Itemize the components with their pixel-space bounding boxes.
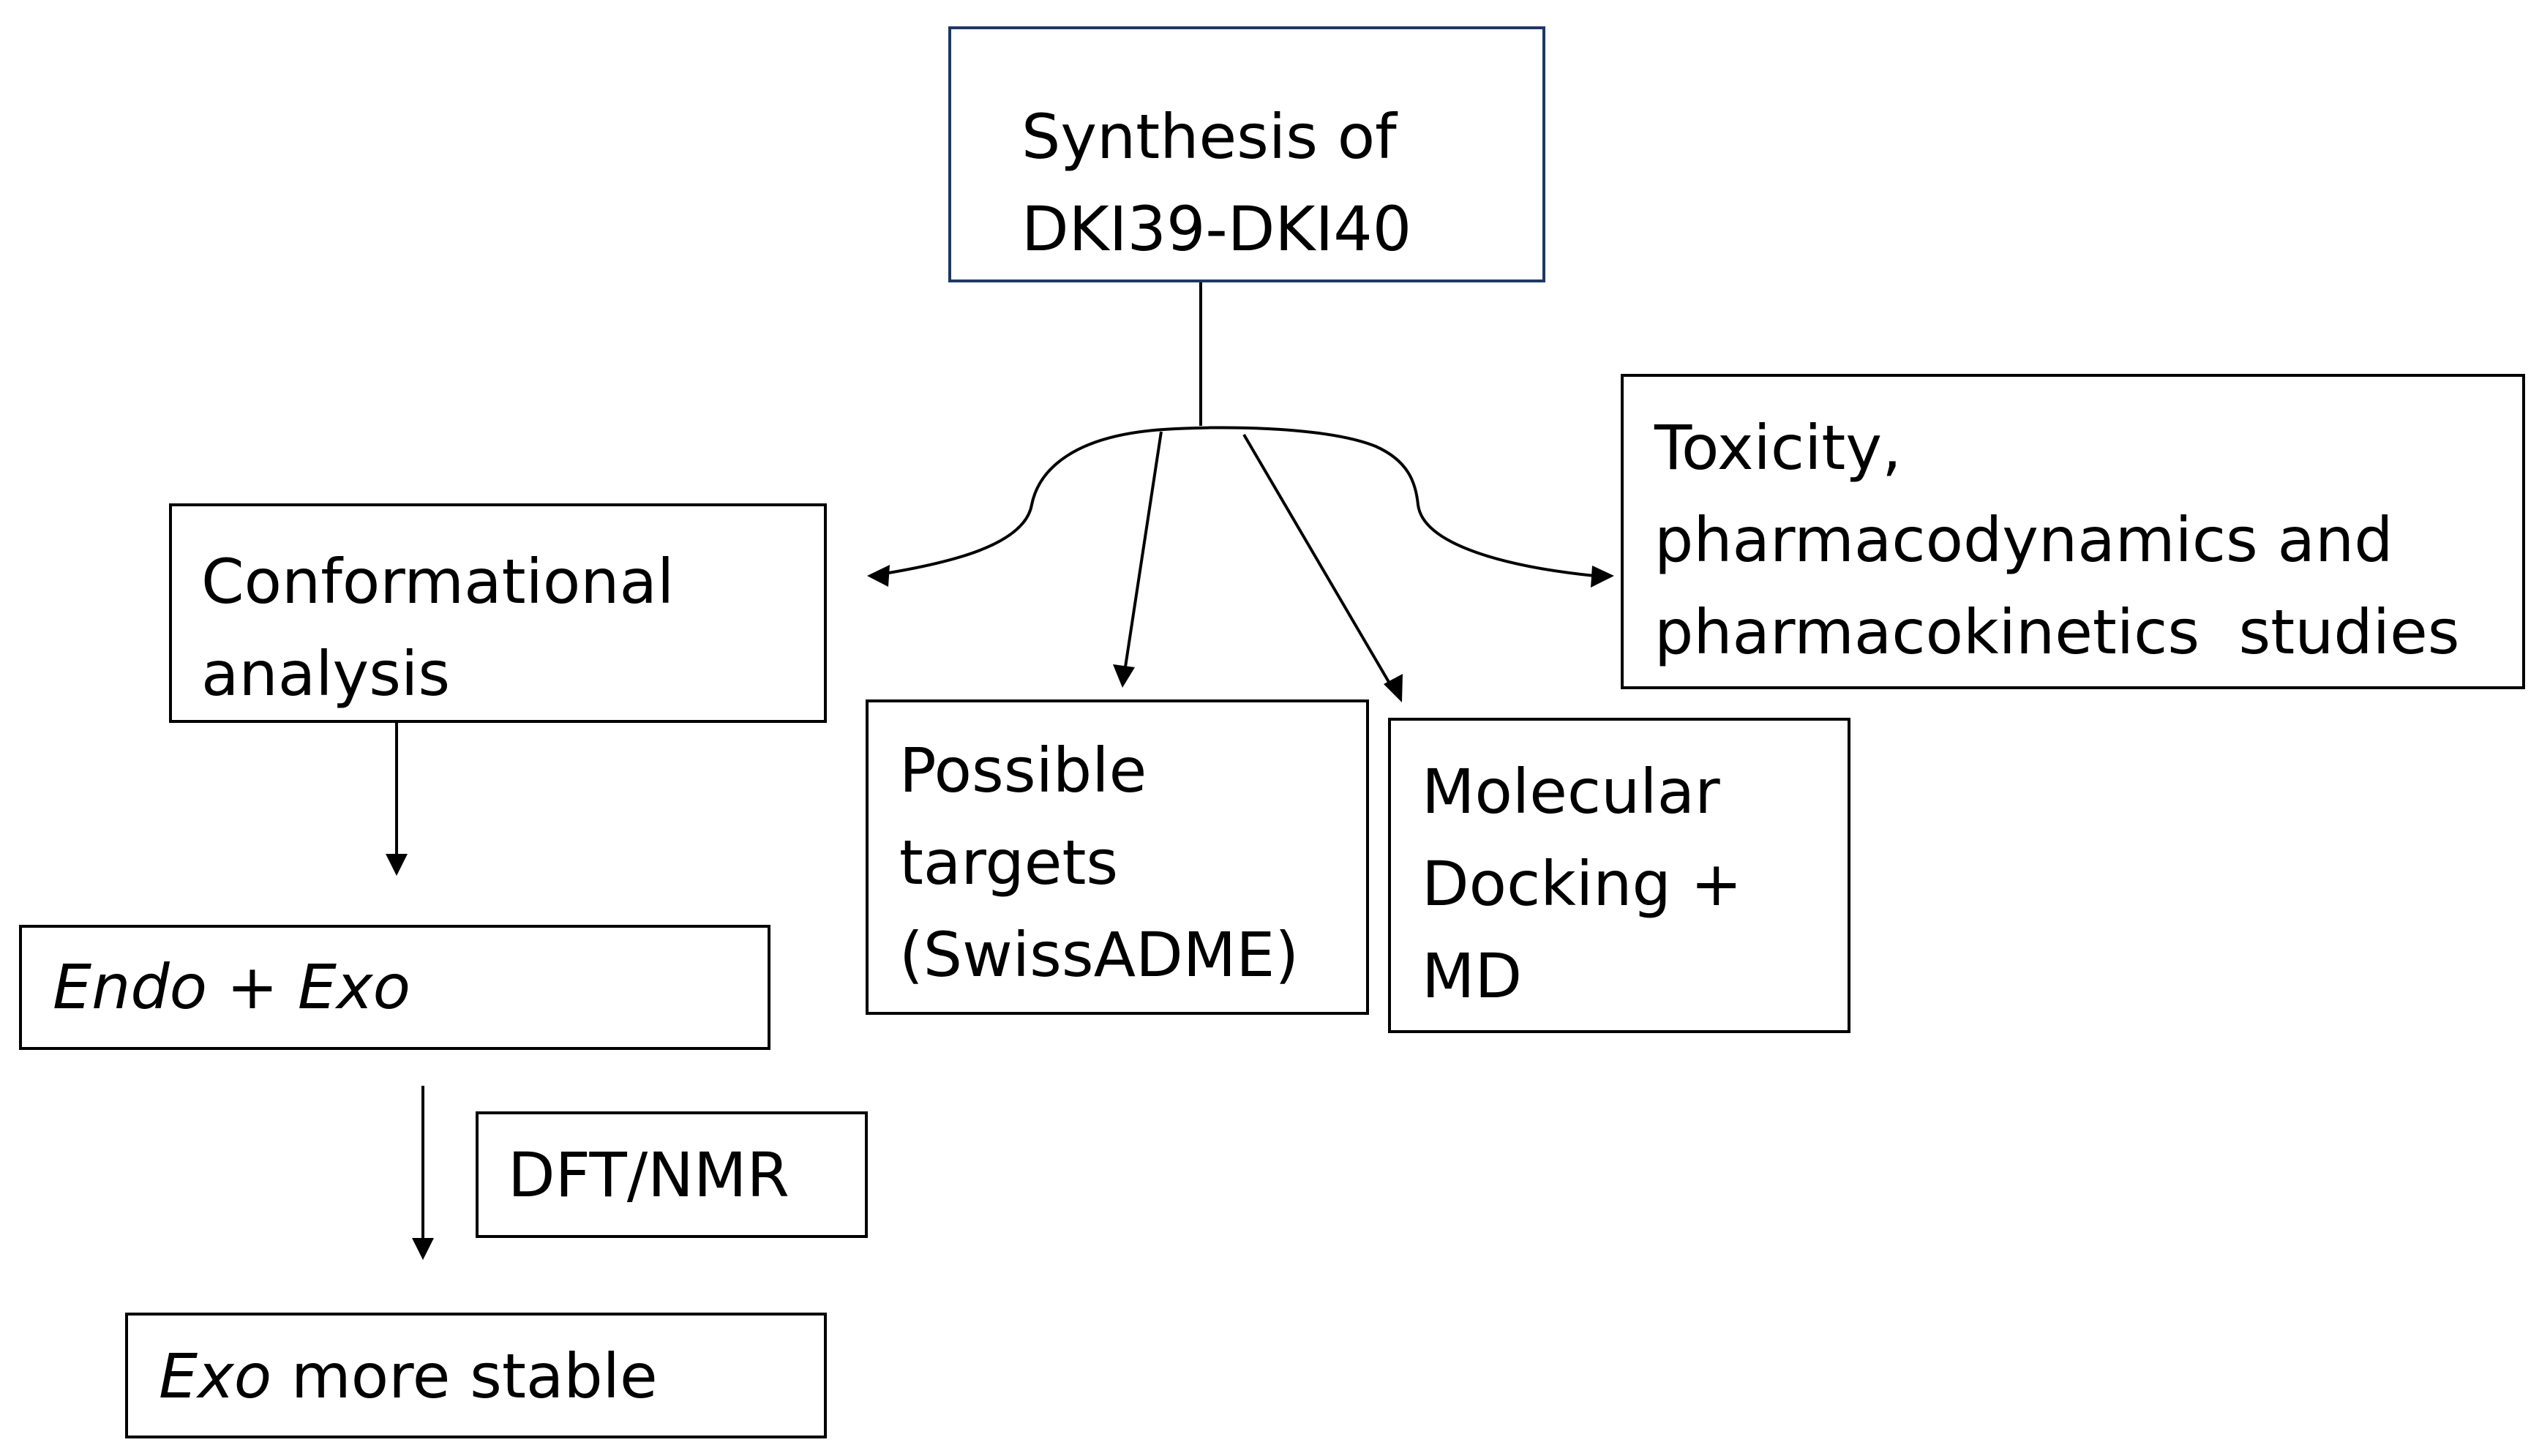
docking-line-1: Molecular	[1422, 756, 1720, 828]
dft-nmr-label: DFT/NMR	[508, 1139, 790, 1211]
exo-italic-label: Exo	[159, 1340, 272, 1412]
toxicity-line-3: pharmacokinetics studies	[1654, 596, 2460, 668]
targets-line-3: (SwissADME)	[899, 919, 1299, 991]
conformational-analysis-box: Conformational analysis	[169, 503, 827, 723]
conformational-line-2: analysis	[201, 638, 451, 710]
toxicity-studies-box: Toxicity, pharmacodynamics and pharmacok…	[1621, 374, 2525, 689]
synthesis-line-2: DKI39-DKI40	[1021, 193, 1412, 265]
synthesis-line-1: Synthesis of	[1021, 101, 1397, 173]
docking-line-3: MD	[1422, 940, 1523, 1012]
molecular-docking-box: Molecular Docking + MD	[1388, 718, 1850, 1033]
dft-nmr-box: DFT/NMR	[476, 1111, 868, 1238]
arrowhead-conf	[867, 565, 890, 587]
endo-exo-box: Endo + Exo	[19, 925, 770, 1050]
exo-label: Exo	[297, 951, 411, 1023]
endo-label: Endo	[53, 951, 208, 1023]
brace-curve	[870, 426, 1596, 577]
more-stable-label: more stable	[271, 1340, 658, 1412]
plus-label: +	[207, 951, 298, 1023]
toxicity-line-2: pharmacodynamics and	[1654, 504, 2393, 576]
arrowhead-docking	[1384, 674, 1403, 702]
possible-targets-box: Possible targets (SwissADME)	[866, 699, 1369, 1015]
conformational-line-1: Conformational	[201, 546, 675, 618]
arrow-to-docking	[1242, 433, 1395, 692]
exo-more-stable-box: Exo more stable	[125, 1313, 827, 1438]
synthesis-box: Synthesis of DKI39-DKI40	[948, 26, 1545, 282]
arrow-to-targets	[1123, 431, 1163, 672]
endo-exo-line: Endo + Exo	[53, 941, 768, 1033]
targets-line-2: targets	[899, 827, 1119, 898]
arrowhead-endo	[386, 854, 408, 876]
toxicity-line-1: Toxicity,	[1654, 412, 1902, 484]
exo-stable-line: Exo more stable	[159, 1330, 824, 1422]
targets-line-1: Possible	[899, 735, 1147, 806]
arrowhead-tox	[1591, 566, 1614, 588]
docking-line-2: Docking +	[1422, 848, 1742, 920]
arrowhead-exo	[412, 1238, 434, 1260]
arrowhead-targets	[1113, 664, 1135, 688]
